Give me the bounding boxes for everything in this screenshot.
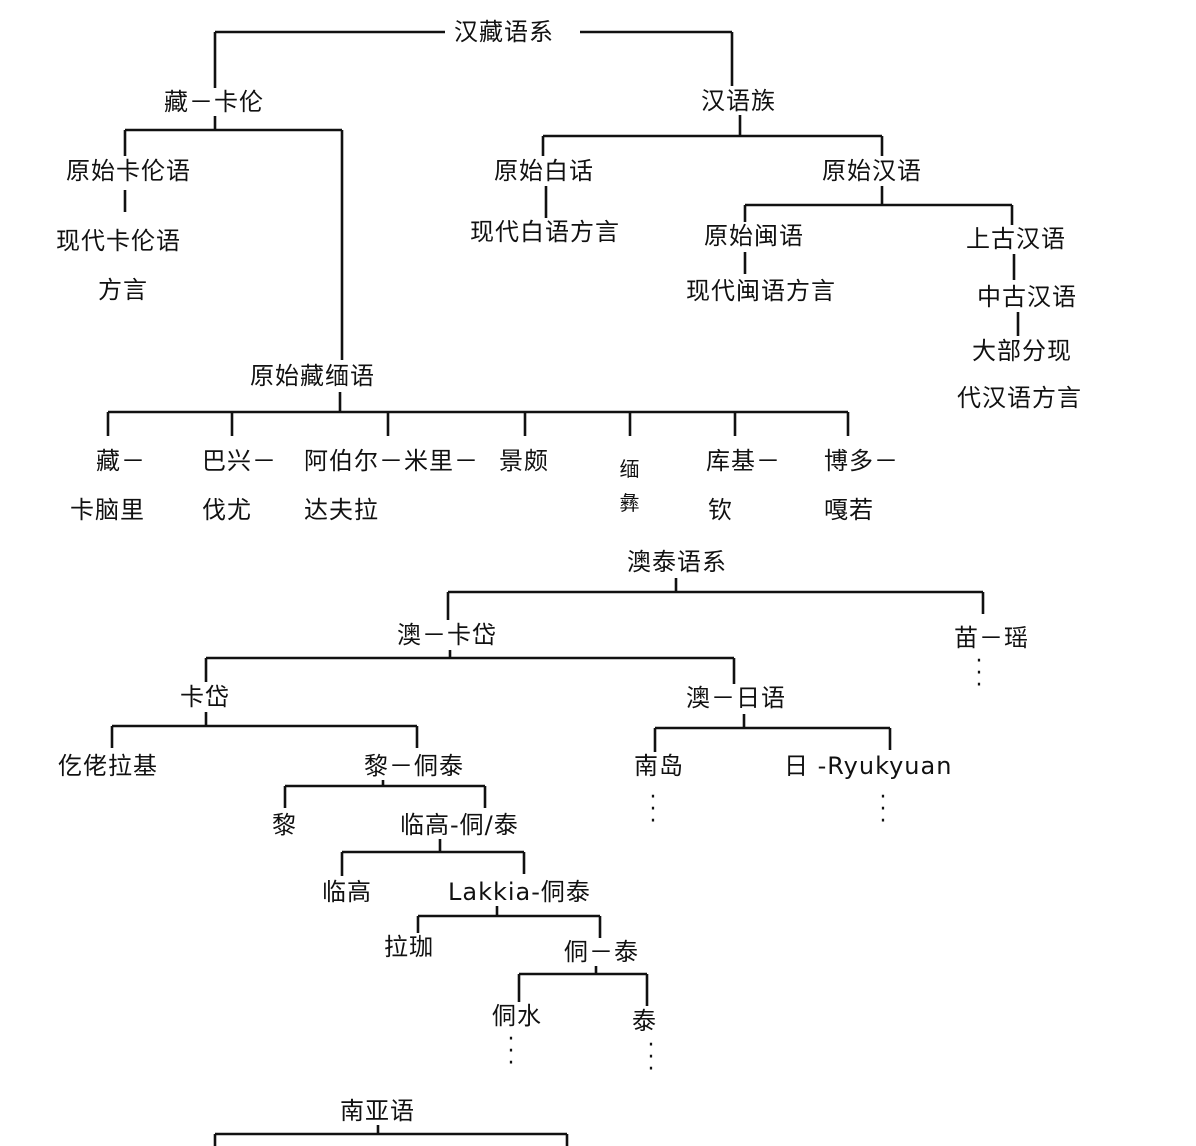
continuation-dots-kam-sui: ···	[507, 1027, 515, 1076]
node-kam-tai: 侗－泰	[562, 938, 641, 966]
node-modern-chinese-line1: 大部分现	[970, 337, 1074, 365]
node-modern-chinese-line2: 代汉语方言	[955, 384, 1084, 412]
node-proto-min: 原始闽语	[702, 222, 806, 250]
node-proto-tibeto-burman: 原始藏缅语	[248, 362, 377, 390]
node-burmese-yi: 缅彝	[615, 452, 645, 520]
node-bahing-line1: 巴兴－	[200, 447, 279, 475]
node-lakkia: 拉珈	[382, 933, 436, 961]
node-sino-tibetan: 汉藏语系	[452, 18, 556, 46]
node-middle-chinese: 中古汉语	[975, 283, 1079, 311]
node-proto-chinese: 原始汉语	[820, 157, 924, 185]
node-old-chinese: 上古汉语	[964, 225, 1068, 253]
node-jingpo: 景颇	[497, 447, 551, 475]
node-austro-kadai: 澳－卡岱	[395, 621, 499, 649]
node-lingao: 临高	[320, 878, 374, 906]
continuation-dots-japanese: ···	[879, 785, 887, 834]
node-li-kam-tai: 黎－侗泰	[362, 752, 466, 780]
node-modern-karen-line1: 现代卡伦语	[54, 227, 183, 255]
node-abor-miri-line1: 阿伯尔－米里－	[302, 447, 481, 475]
node-tibetan-line2: 卡脑里	[68, 496, 147, 524]
node-sinitic: 汉语族	[699, 87, 778, 115]
node-proto-karen: 原始卡伦语	[64, 157, 193, 185]
node-proto-bai: 原始白话	[492, 157, 596, 185]
node-kadai: 卡岱	[178, 683, 232, 711]
node-lingao-kam-tai: 临高-侗/泰	[398, 811, 521, 839]
node-japanese-ryukyuan: 日 -Ryukyuan	[782, 752, 955, 780]
node-tibeto-karen: 藏－卡伦	[162, 88, 266, 116]
node-bodo-garo-line2: 嘎若	[822, 496, 876, 524]
node-modern-karen-line2: 方言	[96, 276, 150, 304]
node-austro-japanese: 澳－日语	[684, 684, 788, 712]
node-bahing-line2: 伐尤	[200, 496, 254, 524]
node-kuki-chin-line1: 库基－	[704, 447, 783, 475]
node-tibetan-line1: 藏－	[94, 447, 148, 475]
node-gelao: 仡佬拉基	[56, 752, 160, 780]
node-austronesian: 南岛	[632, 752, 686, 780]
node-austro-tai: 澳泰语系	[625, 548, 729, 576]
node-li: 黎	[270, 811, 299, 839]
node-miao-yao: 苗－瑶	[952, 624, 1031, 652]
continuation-dots-miao-yao: ···	[975, 649, 983, 698]
continuation-dots-tai: ···	[647, 1033, 655, 1082]
node-abor-miri-line2: 达夫拉	[302, 496, 381, 524]
node-modern-bai: 现代白语方言	[468, 218, 622, 246]
node-lakkia-kam-tai: Lakkia-侗泰	[446, 878, 593, 906]
node-kam-sui: 侗水	[490, 1002, 544, 1030]
node-kuki-chin-line2: 钦	[706, 496, 735, 524]
node-tai: 泰	[630, 1007, 659, 1035]
node-bodo-garo-line1: 博多－	[822, 447, 901, 475]
continuation-dots-austronesian: ···	[649, 785, 657, 834]
node-modern-min: 现代闽语方言	[684, 277, 838, 305]
node-austroasiatic: 南亚语	[338, 1097, 417, 1125]
